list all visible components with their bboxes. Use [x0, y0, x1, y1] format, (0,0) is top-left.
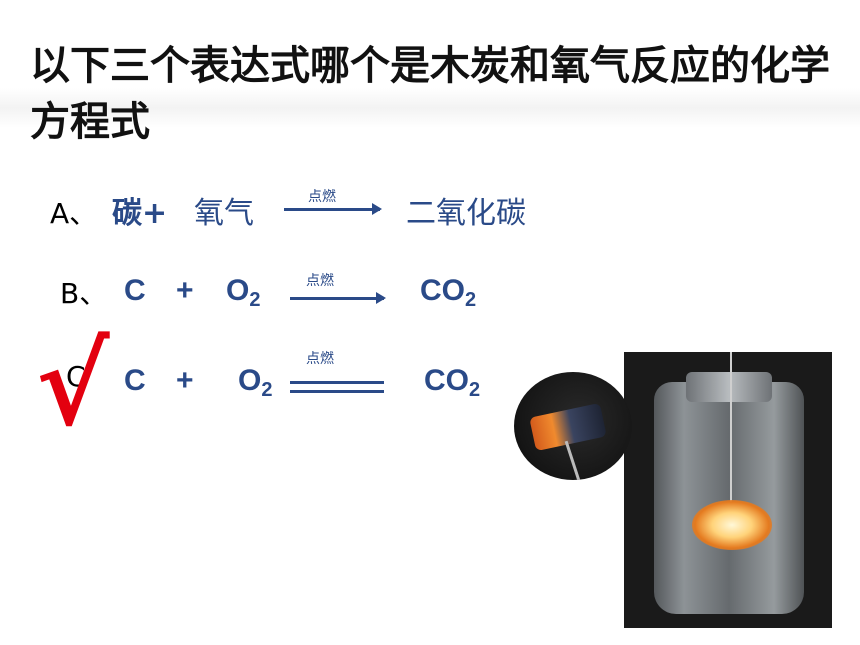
option-c-label: C	[66, 360, 86, 393]
option-a-reactant1: 碳+	[112, 196, 168, 231]
option-a-condition: 点燃	[308, 189, 336, 205]
option-b-reactant1: C	[124, 274, 146, 307]
option-c-plus: +	[176, 364, 194, 397]
option-a-product: 二氧化碳	[406, 196, 526, 231]
tongs	[564, 440, 583, 480]
page-title: 以下三个表达式哪个是木炭和氧气反应的化学方程式	[30, 43, 830, 145]
jar-body	[654, 382, 804, 614]
option-c-equals	[290, 381, 384, 393]
charcoal-inset-photo	[514, 372, 632, 480]
option-a-arrow	[284, 203, 382, 215]
option-b-label: B、	[60, 277, 108, 310]
option-b-product: CO2	[420, 274, 477, 311]
option-c-product: CO2	[424, 364, 481, 401]
flame-glow	[692, 500, 772, 550]
option-b-plus: +	[176, 274, 194, 307]
checkmark-icon: √	[36, 320, 110, 451]
option-c-reactant2: O2	[238, 364, 273, 401]
option-c-reactant1: C	[124, 364, 146, 397]
option-a-label: A、	[50, 197, 98, 230]
jar-neck	[686, 372, 772, 402]
header-band	[0, 88, 860, 128]
option-b-reactant2: O2	[226, 274, 261, 311]
option-b-arrow	[290, 292, 386, 304]
jar-photo	[624, 352, 832, 628]
option-a-reactant2: 氧气	[194, 196, 254, 231]
option-b-condition: 点燃	[306, 273, 334, 289]
wire	[730, 352, 732, 512]
option-c-condition: 点燃	[306, 351, 334, 367]
